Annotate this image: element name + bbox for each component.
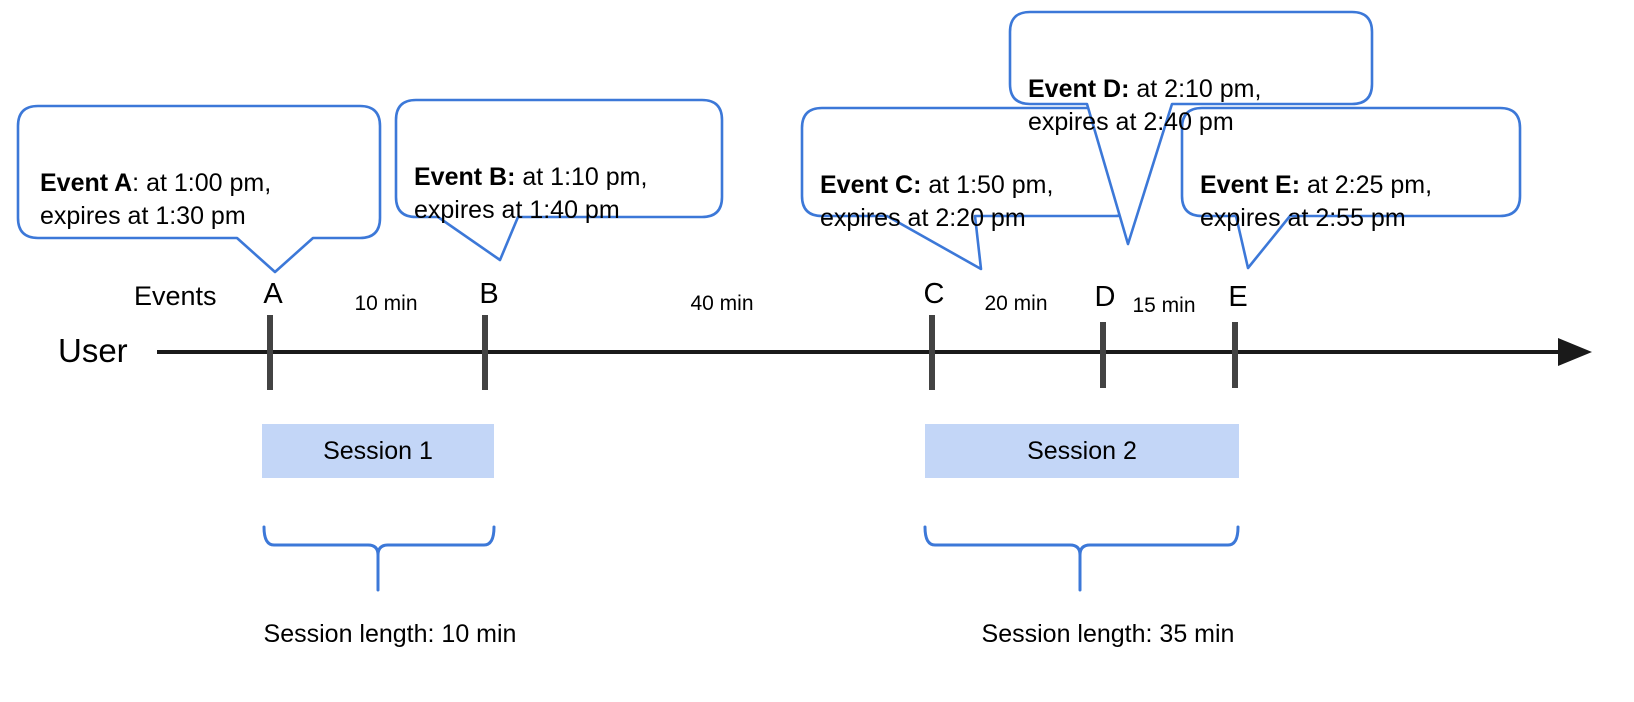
session-length-1: Session length: 10 min xyxy=(263,620,517,648)
gap-label-de: 15 min xyxy=(1132,294,1196,317)
callout-text-c: Event C: at 1:50 pm, expires at 2:20 pm xyxy=(820,136,1130,235)
gap-label-cd: 20 min xyxy=(984,292,1048,315)
callout-detail-a: at 1:00 pm, expires at 1:30 pm xyxy=(40,169,272,230)
event-letter-c: C xyxy=(923,278,945,310)
callout-separator-a: : xyxy=(132,169,140,197)
timeline-arrowhead-icon xyxy=(1558,338,1592,366)
gap-label-bc: 40 min xyxy=(690,292,754,315)
brace-session-2 xyxy=(923,525,1240,592)
callout-title-e: Event E: xyxy=(1200,171,1301,199)
callout-detail-e: at 2:25 pm, expires at 2:55 pm xyxy=(1200,171,1433,232)
callout-title-c: Event C: xyxy=(820,171,922,199)
gap-label-ab: 10 min xyxy=(354,292,418,315)
brace-session-1 xyxy=(262,525,496,592)
callout-title-b: Event B: xyxy=(414,163,516,191)
session-bar-1: Session 1 xyxy=(262,424,494,478)
callout-detail-c: at 1:50 pm, expires at 2:20 pm xyxy=(820,171,1054,232)
callout-text-b: Event B: at 1:10 pm, expires at 1:40 pm xyxy=(414,128,714,227)
session-length-2: Session length: 35 min xyxy=(981,620,1235,648)
callout-detail-d: at 2:10 pm, expires at 2:40 pm xyxy=(1028,75,1262,136)
callout-text-a: Event A: at 1:00 pm, expires at 1:30 pm xyxy=(40,134,370,233)
callout-text-d: Event D: at 2:10 pm, expires at 2:40 pm xyxy=(1028,40,1358,139)
session-bar-2-label: Session 2 xyxy=(1027,436,1137,465)
event-letter-b: B xyxy=(479,278,499,310)
callout-text-e: Event E: at 2:25 pm, expires at 2:55 pm xyxy=(1200,136,1515,235)
event-letter-d: D xyxy=(1094,281,1116,313)
session-bar-1-label: Session 1 xyxy=(323,436,433,465)
event-letter-a: A xyxy=(263,278,283,310)
callout-detail-b: at 1:10 pm, expires at 1:40 pm xyxy=(414,163,648,224)
event-letter-e: E xyxy=(1228,281,1248,313)
callout-title-a: Event A xyxy=(40,169,133,197)
session-bar-2: Session 2 xyxy=(925,424,1239,478)
axis-row-label-user: User xyxy=(58,332,128,369)
callout-title-d: Event D: xyxy=(1028,75,1130,103)
events-row-label: Events xyxy=(134,281,217,311)
